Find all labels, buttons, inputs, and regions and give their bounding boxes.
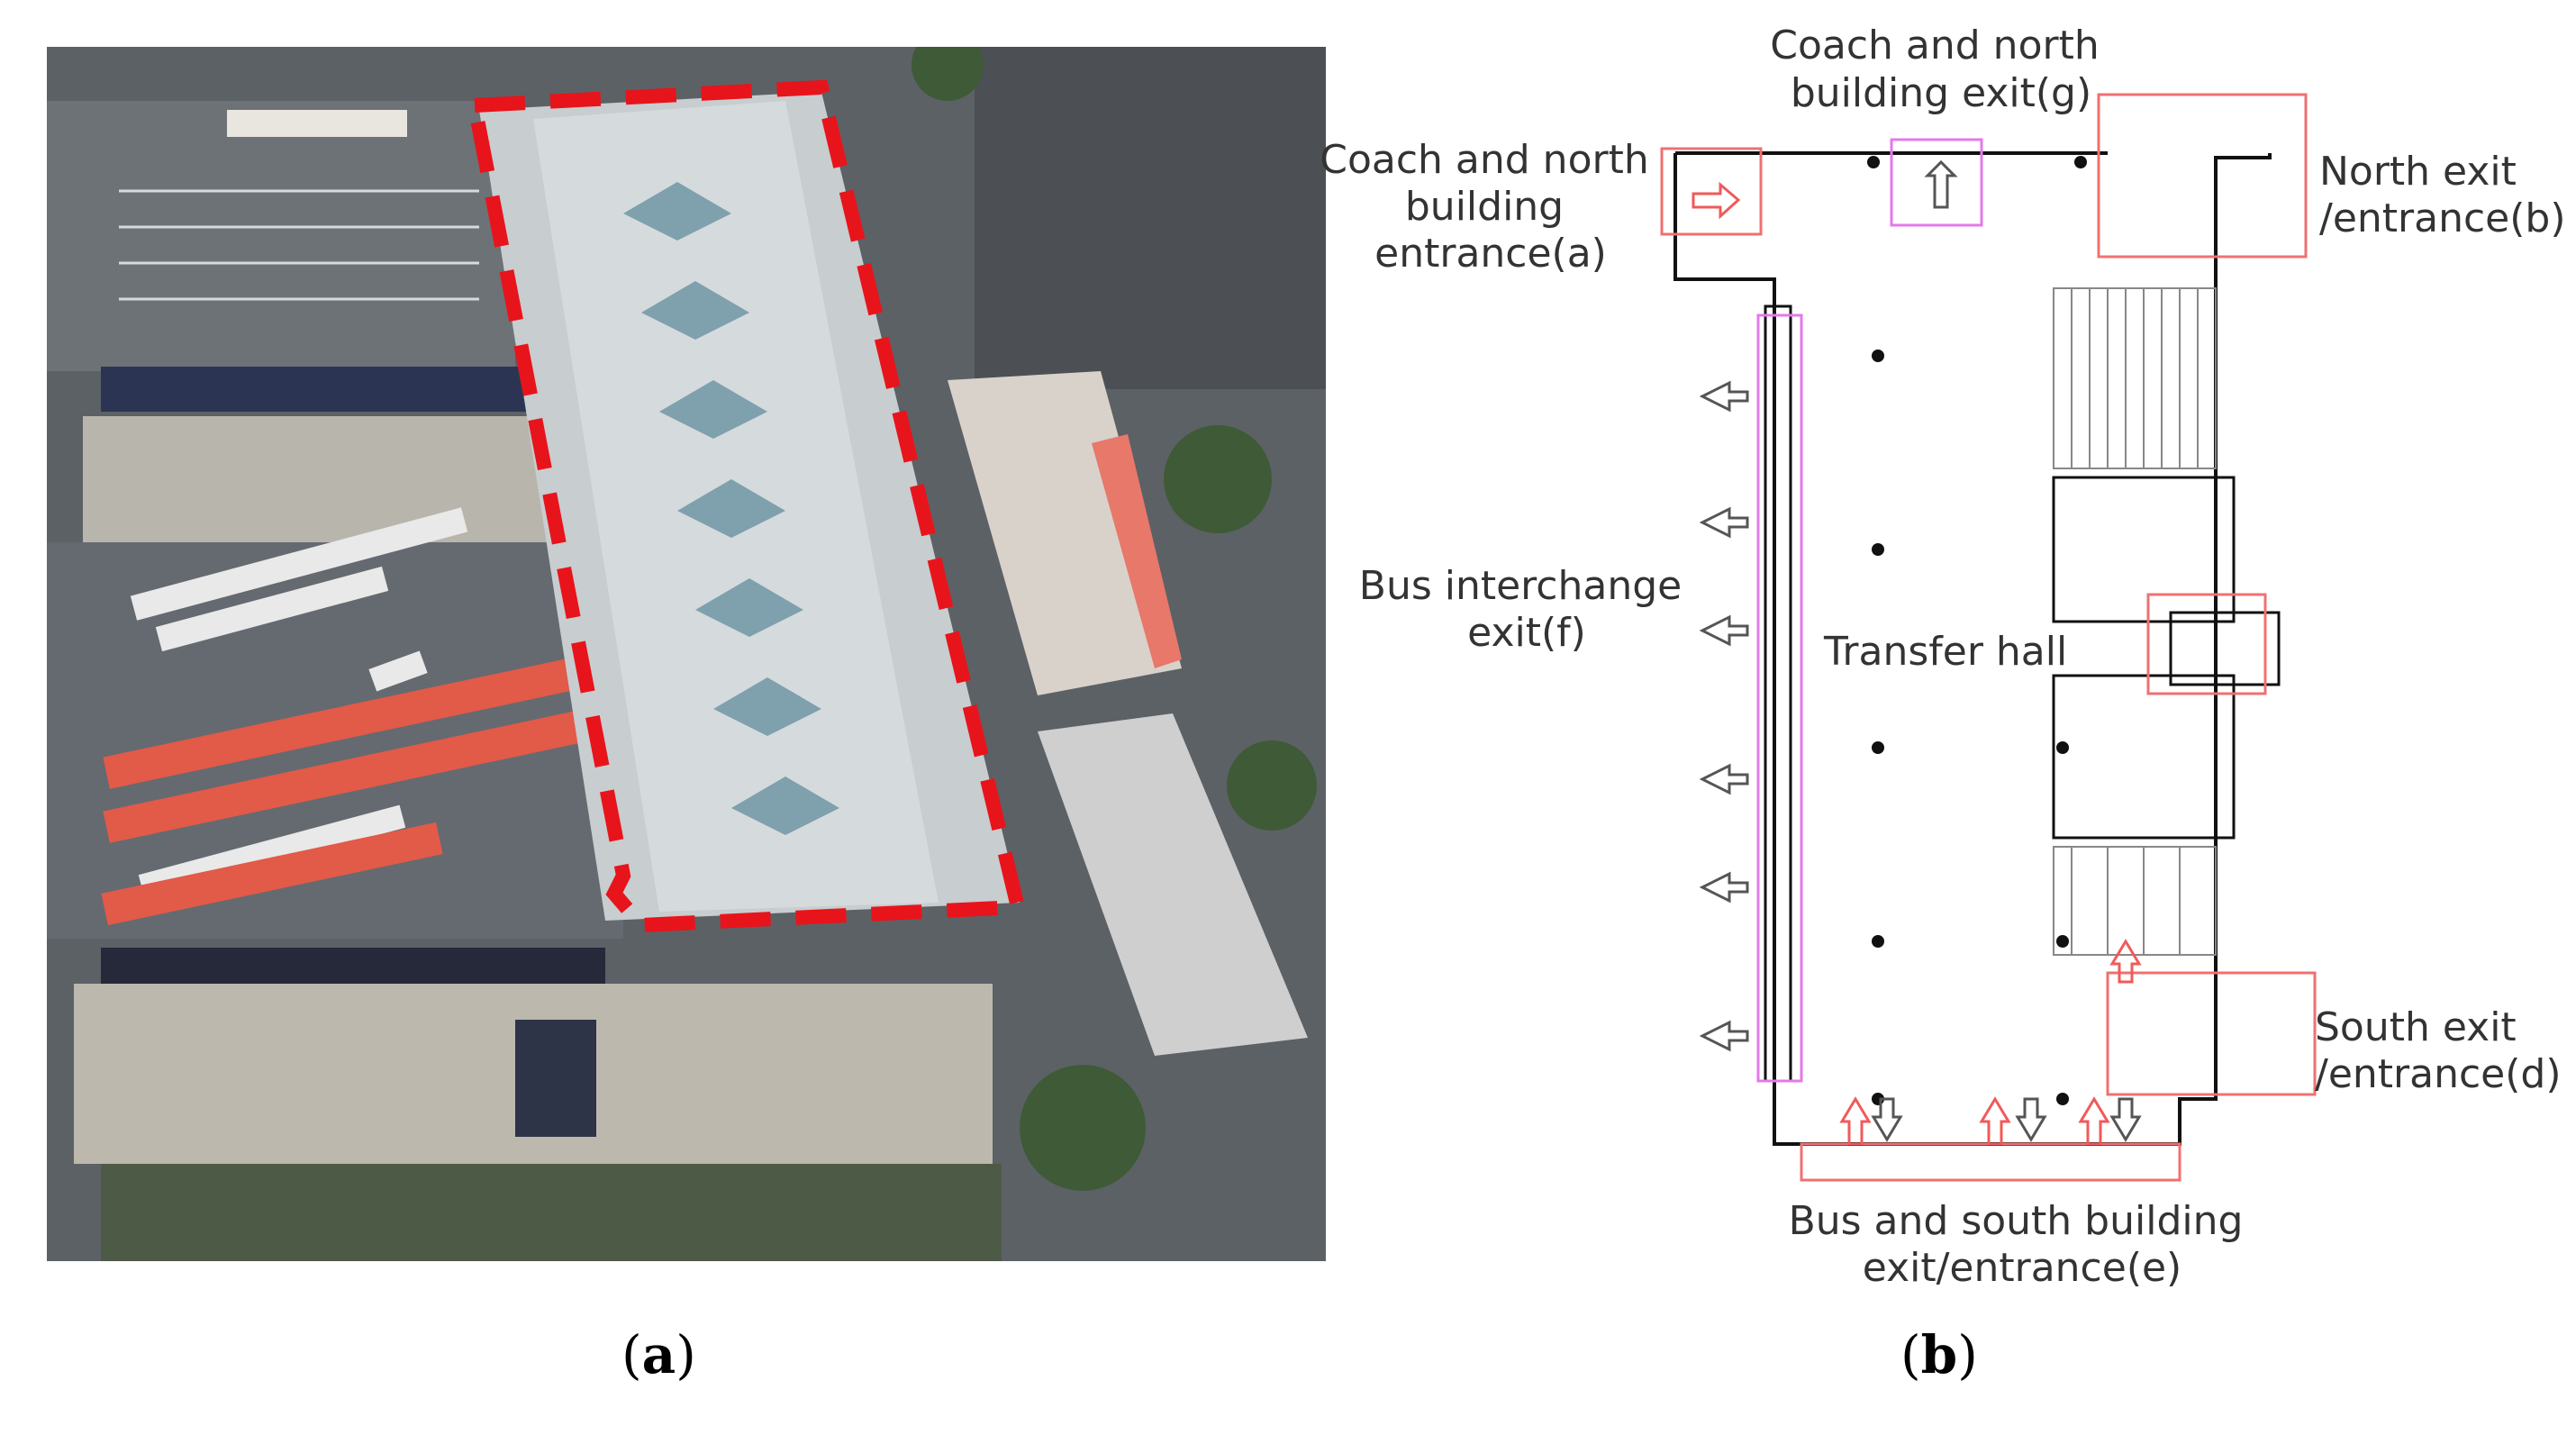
caption-a: (a) [621,1324,696,1385]
bus-south-box [1800,1142,2181,1182]
bottom-dark-block [515,1020,596,1137]
north-exit-box [2097,93,2308,259]
red-buses [101,652,603,926]
trees-bottom [101,1164,1002,1261]
columns [1867,156,2087,1105]
entrance-arrows-red [1839,939,2142,1146]
caption-b: (b) [1900,1324,1978,1385]
exit-arrows-down [1871,1097,2142,1142]
floor-plan: Coach and north building exit(g) Coach a… [1320,23,2566,1291]
station-highlight-outline [466,79,1028,933]
trees [912,47,1317,1191]
left-building-roof [83,416,551,542]
label-coach-north-entrance: Coach and north building entrance(a) [1320,137,1661,277]
red-roof [1092,434,1182,668]
entrance-a-box [1660,147,1763,236]
bus-interchange-box [1756,313,1803,1083]
right-building [948,371,1182,695]
top-building [227,110,407,137]
bus-side-wall [1764,304,1792,1083]
label-south-exit: South exit /entrance(d) [2315,1004,2562,1097]
label-bus-interchange: Bus interchange exit(f) [1359,563,1694,656]
label-coach-north-exit: Coach and north building exit(g) [1770,23,2111,116]
south-exit-box [2106,971,2317,1096]
skylights [623,182,839,835]
right-parking [975,47,1326,389]
dark-roof [101,367,569,412]
right-side-rooms [2052,476,2281,840]
aerial-photo [47,47,1326,1261]
curved-roof [1038,713,1308,1056]
hall-outline [1673,153,2272,1146]
label-bus-south: Bus and south building exit/entrance(e) [1789,1198,2256,1291]
entrance-a-arrow [1692,181,1741,220]
east-exit-box [2146,593,2267,695]
bottom-dark-strip [101,948,605,984]
exit-g-box [1890,138,1983,227]
top-parking-lot [47,101,515,371]
exit-g-arrow [1924,159,1958,209]
parking-lines [119,189,479,301]
exit-arrows-left [1699,380,1749,1052]
label-transfer-hall: Transfer hall [1823,629,2067,675]
label-north-exit: North exit /entrance(b) [2319,149,2566,241]
